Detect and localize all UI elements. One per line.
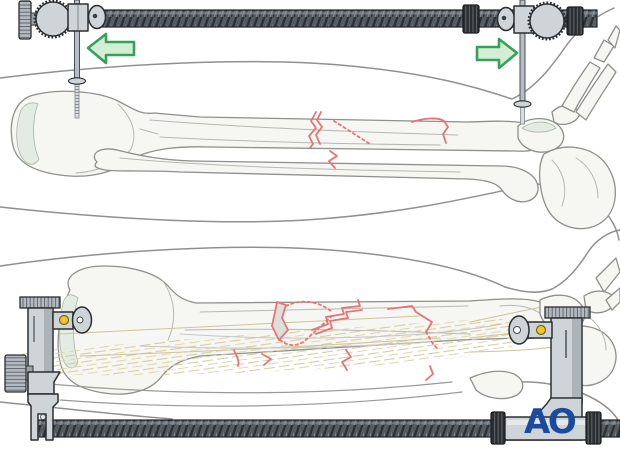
foot-bones — [517, 25, 620, 230]
tibia-cartilage-facet — [16, 102, 40, 165]
clamp-post-shade — [44, 309, 52, 395]
side-knob-knurled — [4, 354, 27, 393]
metatarsal-2 — [575, 63, 617, 121]
pin-clamp-distal — [462, 1, 584, 41]
pin-clamp-distal — [490, 306, 602, 445]
distraction-arrow-left-icon — [86, 32, 136, 65]
stepped-fracture-line — [311, 299, 361, 331]
joint-block — [27, 371, 61, 395]
fibula-fracture-c — [425, 365, 434, 381]
fork-screw-hole — [40, 414, 46, 420]
ao-logo: AO — [524, 402, 576, 442]
distal-fracture-line — [387, 305, 433, 333]
schanz-pin-distal-thread — [520, 105, 525, 125]
talus-cartilage — [521, 121, 557, 133]
ankle-front-line — [504, 229, 620, 293]
clamp-knob — [529, 3, 565, 39]
butterfly-dotted-edge-b — [279, 313, 335, 346]
metatarsal-stub-1 — [595, 257, 620, 293]
fibula-shaft — [93, 148, 539, 203]
pin-entry-proximal — [67, 77, 87, 85]
tibia-fracture-line-b — [315, 111, 323, 145]
knurled-end-cylinder — [18, 0, 32, 40]
pin-entry-distal — [513, 100, 532, 108]
distal-fracture-dotted — [425, 331, 438, 349]
fibula-lower-line — [59, 391, 463, 407]
skin-bottom-line — [0, 401, 173, 420]
external-fixator-frame — [4, 296, 620, 445]
fixator-bar-highlight — [100, 11, 597, 15]
pin-end-hole — [76, 316, 84, 324]
skin-bottom-line — [0, 185, 526, 223]
distraction-arrow-right-icon — [475, 37, 519, 70]
butterfly-dotted-edge-a — [285, 300, 333, 313]
clamp-knob — [35, 1, 71, 37]
clamp-disc-pivot — [91, 12, 99, 20]
fragment-dotted-edge — [333, 120, 371, 145]
pin-clamp-proximal — [4, 296, 93, 441]
clamp-disc-pivot — [500, 14, 508, 22]
pin-end-hole — [513, 326, 521, 334]
tibia-fracture-line-c — [411, 117, 449, 144]
skin-top-line — [0, 60, 513, 100]
skin-top-line — [0, 246, 506, 288]
clamp-post-shade — [572, 319, 581, 403]
knurled-nut-outer — [566, 6, 584, 36]
pin-clamp-proximal — [18, 0, 107, 40]
tibia-contour-lines — [161, 279, 541, 341]
toe-bone-2 — [607, 25, 620, 49]
fibula-fracture-a — [261, 353, 272, 366]
fracture-lines — [233, 299, 438, 381]
foot-contour-lines — [551, 157, 599, 207]
fibula-contour-line — [119, 157, 461, 173]
soft-tissue-lines — [139, 323, 503, 349]
knurled-nut-inner — [462, 4, 480, 34]
rod-sleeve-highlight — [507, 420, 585, 425]
fibula-fracture-d — [233, 349, 240, 367]
fibula-bone — [93, 148, 539, 203]
stepped-fracture-line-b — [315, 309, 363, 335]
metatarsal-stub-2 — [605, 287, 620, 311]
knurled-nut-right — [585, 411, 602, 445]
wedge-fragment-sliver — [271, 301, 289, 341]
top-panel — [0, 0, 620, 241]
fibula-fracture-b — [341, 349, 352, 371]
fracture-lines — [308, 111, 449, 169]
fixator-bar-highlight — [33, 421, 620, 425]
fibula-upper-line — [49, 381, 453, 394]
tibia-fracture-line-a — [308, 111, 317, 149]
fibula-bone — [49, 370, 524, 407]
knurled-cap — [19, 296, 61, 309]
leg-outline — [0, 229, 620, 421]
fibula-fracture-line — [328, 150, 338, 169]
bottom-panel: AO — [0, 229, 620, 445]
clamp-knob-knurl-rim — [527, 1, 567, 41]
metatarsal-1 — [561, 61, 601, 113]
external-fixator-frame — [18, 0, 598, 125]
rod-fork — [27, 393, 59, 441]
lateral-malleolus — [469, 370, 524, 400]
pin-washer-yellow — [535, 324, 547, 336]
pin-washer-yellow — [58, 314, 70, 326]
knurled-cap — [544, 306, 591, 319]
knurled-nut-left — [490, 411, 506, 445]
